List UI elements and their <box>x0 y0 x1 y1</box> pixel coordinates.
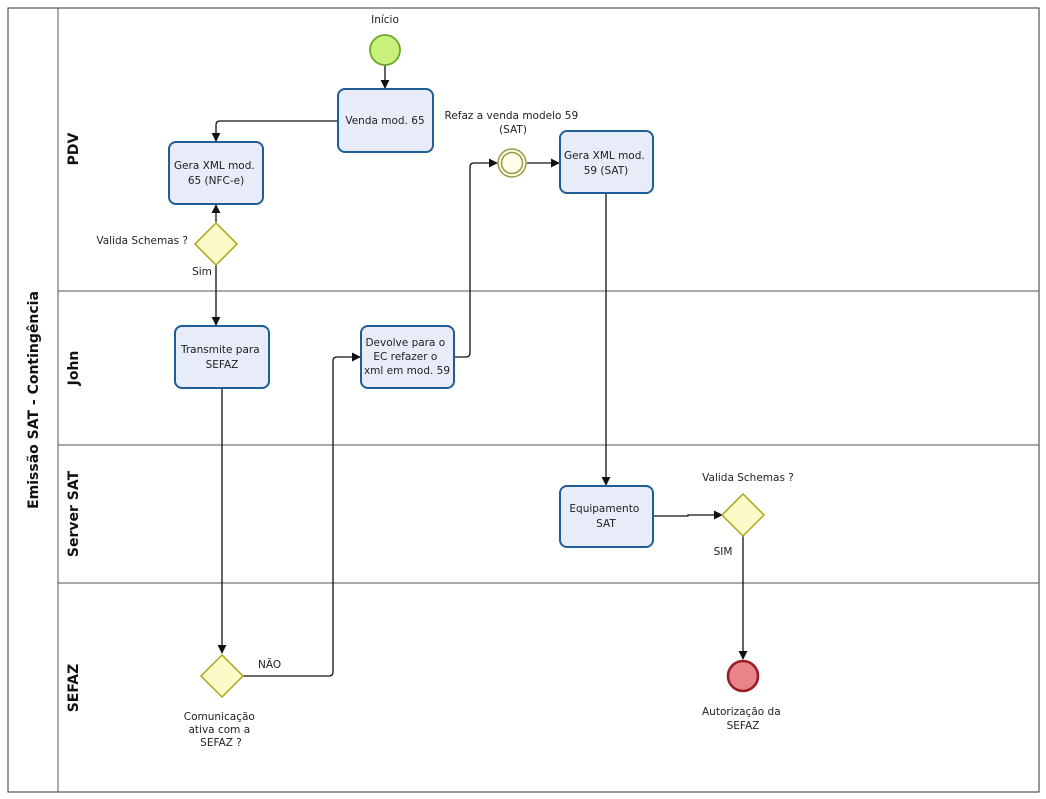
gateway-valida-schemas-sat <box>720 492 766 538</box>
pool-frame <box>7 7 1040 793</box>
task-label: Devolve para o EC refazer o xml em mod. … <box>364 337 450 377</box>
gateway-outcome-sim-upper: SIM <box>714 546 733 558</box>
task-transmite-sefaz: Transmite para SEFAZ <box>174 325 270 389</box>
lane-label-server-sat: Server SAT <box>66 470 82 557</box>
task-label: Gera XML mod. 59 (SAT) <box>564 150 648 177</box>
task-gera-xml-59: Gera XML mod. 59 (SAT) <box>559 130 654 194</box>
lane-label-pdv: PDV <box>66 132 82 165</box>
task-label: Equipamento SAT <box>569 503 642 530</box>
gateway-outcome-nao: NÃO <box>258 658 281 671</box>
start-event <box>369 34 401 66</box>
gateway-valida-schemas-pdv <box>193 221 239 267</box>
end-event <box>726 659 760 693</box>
gateway-valida-schemas-pdv-label: Valida Schemas ? <box>96 235 188 247</box>
intermediate-event-refaz-venda <box>497 148 527 178</box>
lane-label-john: John <box>66 351 82 387</box>
gateway-comunicacao-label: Comunicação ativa com a SEFAZ ? <box>184 711 258 749</box>
task-equipamento-sat: Equipamento SAT <box>559 485 654 548</box>
end-event-label: Autorização da SEFAZ <box>702 706 784 732</box>
task-label: Transmite para SEFAZ <box>180 344 263 371</box>
intermediate-event-label: Refaz a venda modelo 59 (SAT) <box>445 110 582 136</box>
task-label: Gera XML mod. 65 (NFC-e) <box>174 160 258 187</box>
lane-label-sefaz: SEFAZ <box>66 664 82 713</box>
start-event-label: Início <box>371 14 399 26</box>
flow-venda-to-gera65 <box>211 120 338 142</box>
flow-comunicacao-to-devolve <box>243 352 361 677</box>
flow-devolve-to-refaz <box>455 158 498 358</box>
task-gera-xml-65: Gera XML mod. 65 (NFC-e) <box>168 141 264 205</box>
pool-title: Emissão SAT - Contingência <box>26 291 42 509</box>
gateway-outcome-sim: Sim <box>192 266 212 278</box>
flow-equipamento-to-valida2 <box>654 510 723 520</box>
task-devolve-ec: Devolve para o EC refazer o xml em mod. … <box>360 325 455 389</box>
task-label: Venda mod. 65 <box>345 115 424 127</box>
task-venda-mod-65: Venda mod. 65 <box>337 88 434 153</box>
gateway-comunicacao-sefaz <box>199 653 245 699</box>
gateway-valida-schemas-sat-label: Valida Schemas ? <box>702 472 794 484</box>
